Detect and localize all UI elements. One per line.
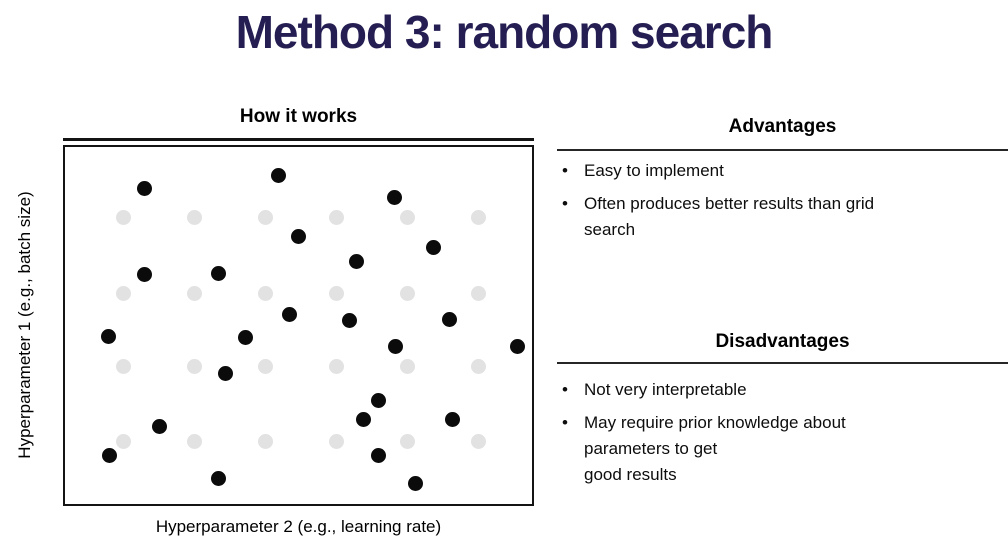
random-dot [441,311,457,327]
random-dot [290,228,306,244]
grid-dot [470,433,486,449]
random-dot [217,365,233,381]
random-dot [407,475,423,491]
disadvantages-list: Not very interpretableMay require prior … [557,377,1008,488]
bullet-item: Often produces better results than grids… [557,191,1008,243]
grid-dot [115,433,131,449]
how-it-works-underline [63,138,534,141]
random-dot [444,411,460,427]
grid-dot [399,209,415,225]
grid-dot [470,285,486,301]
grid-dot [399,285,415,301]
advantages-section: Advantages Easy to implementOften produc… [557,114,1008,250]
random-dot [348,253,364,269]
advantages-underline [557,149,1008,151]
advantages-header: Advantages [728,116,837,137]
random-dot [237,329,253,345]
random-dot [210,265,226,281]
grid-dot [115,358,131,374]
random-dot [101,447,117,463]
how-it-works-panel: How it works Hyperparameter 2 (e.g., lea… [63,104,534,537]
random-dot [210,470,226,486]
random-dot [151,418,167,434]
grid-dot [399,358,415,374]
random-dot [425,239,441,255]
grid-dot [186,433,202,449]
grid-dot [470,209,486,225]
grid-dot [328,285,344,301]
grid-dot [186,285,202,301]
random-dot [387,338,403,354]
x-axis-label: Hyperparameter 2 (e.g., learning rate) [155,517,442,536]
random-dot [509,338,525,354]
disadvantages-section: Disadvantages Not very interpretableMay … [557,329,1008,495]
random-dot [100,328,116,344]
bullet-item: Easy to implement [557,158,1008,184]
disadvantages-underline [557,362,1008,364]
bullet-item: Not very interpretable [557,377,1008,403]
grid-dot [115,209,131,225]
y-axis-label: Hyperparameter 1 (e.g., batch size) [15,191,34,459]
random-dot [270,167,286,183]
bullet-item: May require prior knowledge aboutparamet… [557,410,1008,488]
slide-title: Method 3: random search [235,6,774,58]
random-dot [370,447,386,463]
random-dot [136,266,152,282]
grid-dot [257,209,273,225]
random-dot [136,180,152,196]
random-dot [341,312,357,328]
grid-dot [186,209,202,225]
random-dot [386,189,402,205]
grid-dot [328,209,344,225]
grid-dot [186,358,202,374]
grid-dot [399,433,415,449]
grid-dot [257,285,273,301]
disadvantages-header: Disadvantages [715,331,850,352]
how-it-works-header: How it works [239,106,358,127]
scatter-plot [63,145,534,506]
random-dot [355,411,371,427]
grid-dot [328,358,344,374]
grid-dot [328,433,344,449]
advantages-list: Easy to implementOften produces better r… [557,158,1008,243]
random-dot [370,392,386,408]
random-dot [281,306,297,322]
grid-dot [115,285,131,301]
grid-dot [257,358,273,374]
grid-dot [257,433,273,449]
grid-dot [470,358,486,374]
